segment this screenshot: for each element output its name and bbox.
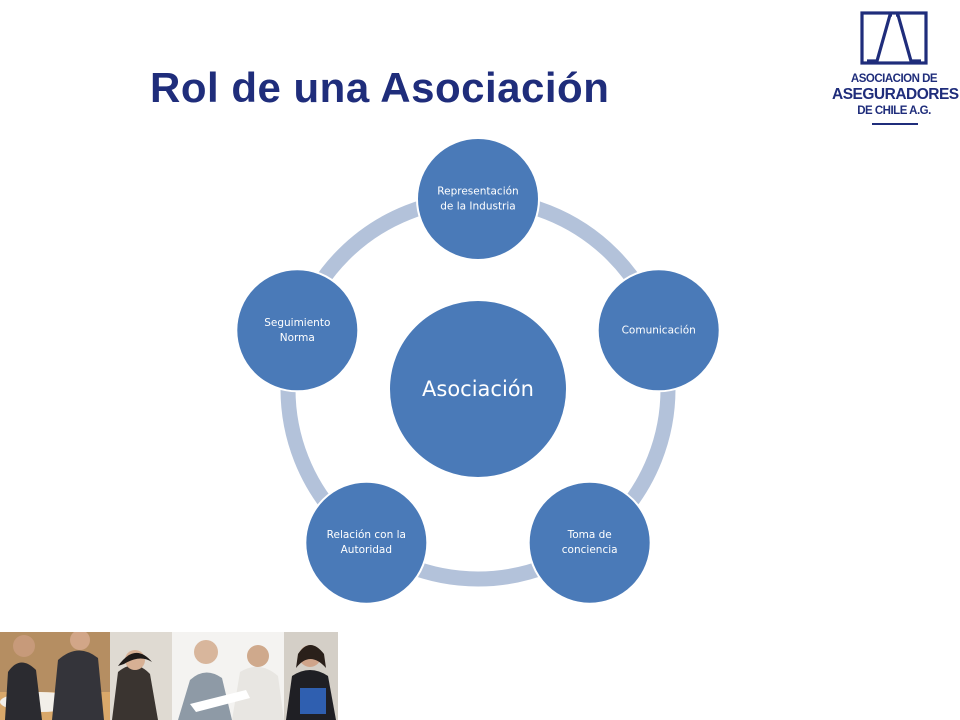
diagram-node-circle — [235, 268, 360, 393]
company-logo: ASOCIACION DE ASEGURADORES DE CHILE A.G. — [832, 10, 959, 136]
logo-text-line2: ASEGURADORES — [832, 86, 959, 103]
diagram-node-circle — [527, 480, 652, 605]
diagram-node-label: Representación — [437, 186, 518, 198]
logo-text-line1: ASOCIACION DE — [850, 73, 938, 85]
diagram-node-label: de la Industria — [440, 201, 515, 213]
pillars-logo-icon — [860, 11, 928, 65]
diagram-center: Asociación — [388, 299, 568, 479]
diagram-node-label: Toma de — [567, 529, 612, 541]
diagram-node: Relación con la Autoridad — [304, 480, 429, 605]
diagram-node-label: conciencia — [562, 544, 618, 556]
diagram-node-label: Autoridad — [341, 544, 392, 556]
diagram-node: Toma de conciencia — [527, 480, 652, 605]
diagram-node: Representación de la Industria — [416, 137, 540, 261]
logo-text-line3: DE CHILE A.G. — [857, 105, 931, 117]
diagram-node-label: Norma — [280, 332, 315, 344]
diagram-node-label: Comunicación — [622, 324, 696, 336]
slide-title: Rol de una Asociación — [150, 64, 610, 111]
diagram-node-circle — [416, 137, 540, 261]
logo-underline — [872, 123, 918, 125]
diagram-center-circle — [388, 299, 568, 479]
diagram-center-label: Asociación — [422, 377, 534, 401]
diagram-node-circle — [304, 480, 429, 605]
office-people-photo — [0, 632, 338, 720]
diagram-node: Comunicación — [596, 268, 721, 393]
diagram-node-circle — [596, 268, 721, 393]
diagram-node-label: Relación con la — [327, 529, 406, 541]
diagram-node-label: Seguimiento — [264, 317, 330, 329]
